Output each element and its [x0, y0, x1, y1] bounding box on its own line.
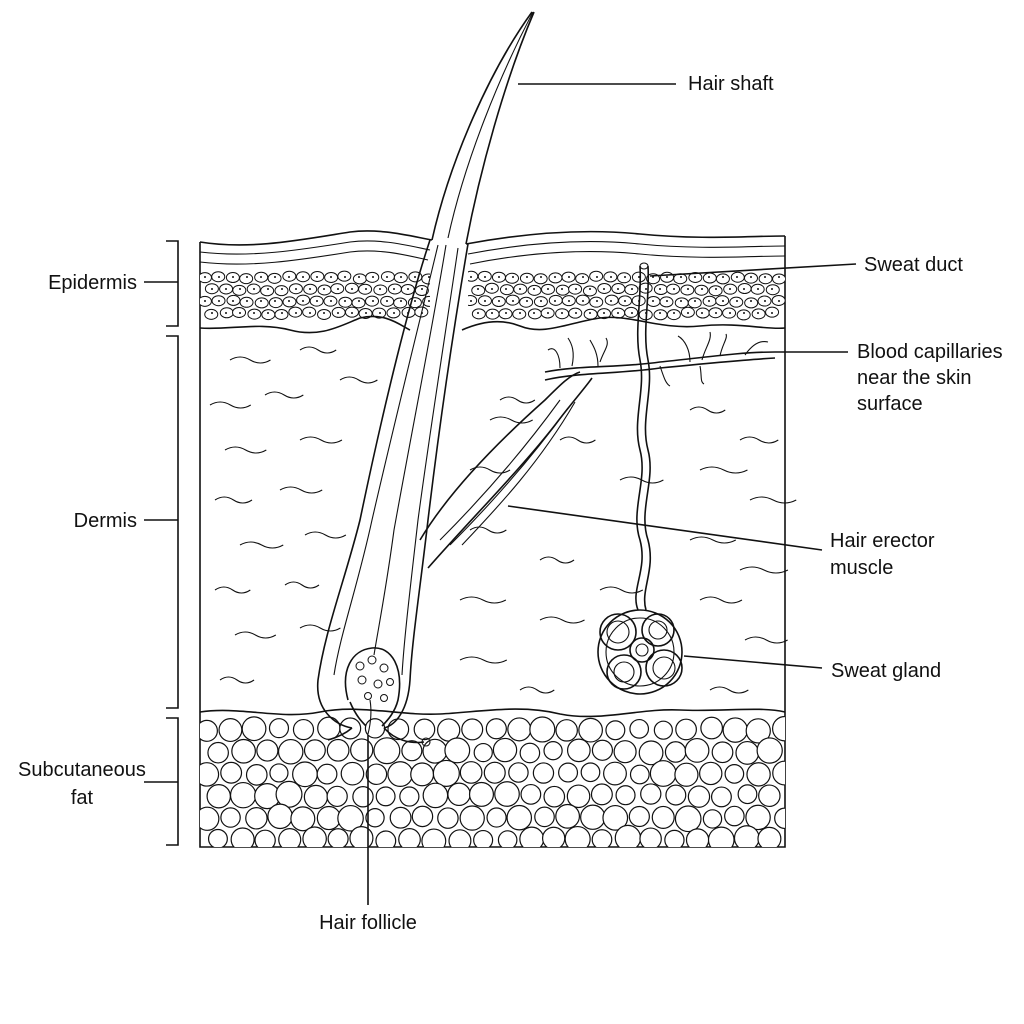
labels: Hair shaft Sweat duct Epidermis Blood ca… — [18, 73, 1003, 934]
label-blood-capillaries-2: near the skin — [857, 367, 972, 389]
label-dermis: Dermis — [74, 510, 137, 532]
dermis-fiber — [229, 356, 271, 364]
label-hair-shaft: Hair shaft — [688, 73, 774, 95]
dermis-fiber — [209, 401, 252, 409]
label-epidermis: Epidermis — [48, 272, 137, 294]
dermis-fiber — [539, 556, 575, 564]
dermis-fiber — [279, 486, 323, 494]
dermis-fiber — [749, 496, 797, 504]
label-hair-follicle: Hair follicle — [319, 912, 417, 934]
label-subcutaneous-fat-1: Subcutaneous — [18, 759, 146, 781]
hair-and-follicle — [317, 11, 535, 747]
label-sweat-gland: Sweat gland — [831, 660, 941, 682]
dermis-fiber — [224, 446, 267, 454]
epidermis-layer — [199, 240, 786, 334]
dermis-fibers — [209, 346, 797, 694]
dermis-fiber — [699, 466, 748, 474]
dermis-fiber — [299, 436, 343, 444]
dermis-fiber — [459, 596, 507, 604]
label-subcutaneous-fat-2: fat — [71, 787, 94, 809]
dermis-fiber — [739, 436, 779, 444]
dermis-fiber — [689, 536, 737, 544]
dermis-fiber — [469, 526, 507, 534]
label-sweat-duct: Sweat duct — [864, 254, 963, 276]
sweat-duct-and-gland — [597, 262, 683, 695]
dermis-fiber — [519, 686, 555, 694]
layer-brackets — [144, 240, 179, 846]
dermis-fiber — [744, 636, 788, 644]
dermis-fiber — [264, 391, 304, 399]
dermis-fiber — [499, 396, 536, 404]
dermis-fiber — [539, 616, 585, 624]
dermis-fiber — [459, 656, 508, 664]
blood-capillaries — [544, 331, 776, 387]
label-blood-capillaries-1: Blood capillaries — [857, 341, 1003, 363]
dermis-fiber — [214, 586, 251, 594]
dermis-fiber — [299, 624, 341, 632]
dermis-fiber — [304, 531, 347, 539]
label-hair-erector-muscle-1: Hair erector — [830, 530, 935, 552]
label-hair-erector-muscle-2: muscle — [830, 557, 893, 579]
subcutaneous-fat-layer — [199, 708, 786, 847]
label-blood-capillaries-3: surface — [857, 393, 923, 415]
dermis-fiber — [739, 566, 789, 574]
dermis-fiber — [239, 541, 284, 549]
dermis-fiber — [489, 416, 533, 424]
dermis-fiber — [709, 686, 749, 694]
leader-lines — [367, 83, 857, 905]
dermis-fiber — [559, 436, 596, 444]
dermis-fiber — [219, 676, 255, 684]
dermis-fiber — [699, 596, 743, 604]
dermis-fiber — [284, 581, 320, 589]
dermis-fiber — [299, 346, 337, 354]
dermis-fiber — [234, 631, 277, 639]
dermis-fiber — [689, 406, 726, 414]
dermis-fiber — [214, 496, 253, 504]
hair-erector-muscle — [419, 371, 593, 569]
dermis-fiber — [339, 376, 378, 384]
skin-block-outline — [199, 230, 786, 848]
